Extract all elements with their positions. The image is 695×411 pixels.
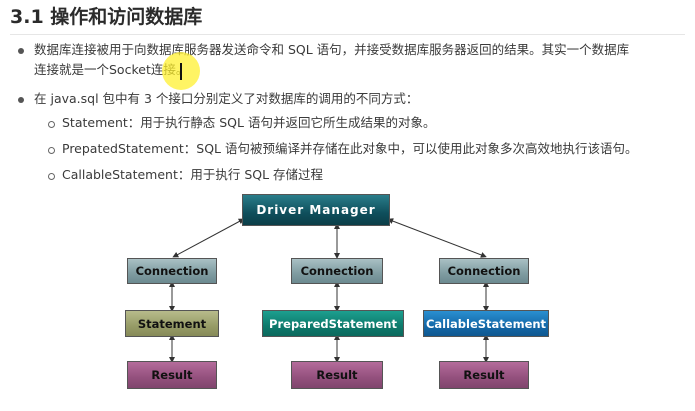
sub-bullet-ring xyxy=(48,147,55,154)
sub-bullet-ring xyxy=(48,121,55,128)
connection-box-2: Connection xyxy=(291,258,383,284)
sub-bullet-ring xyxy=(48,173,55,180)
result-box-2: Result xyxy=(291,361,383,389)
result-box-3: Result xyxy=(439,361,529,389)
bullet-1-line-2: 连接就是一个Socket连接。 xyxy=(34,62,189,77)
driver-manager-box: Driver Manager xyxy=(242,194,390,226)
sub-item-prepared-statement: PrepatedStatement：SQL 语句被预编译并存储在此对象中，可以使… xyxy=(62,141,638,156)
result-box-1: Result xyxy=(127,361,217,389)
prepared-statement-box: PreparedStatement xyxy=(262,310,404,337)
sub-item-statement: Statement：用于执行静态 SQL 语句并返回它所生成结果的对象。 xyxy=(62,115,436,130)
connection-box-1: Connection xyxy=(127,258,217,284)
arrow-dm-conn3 xyxy=(387,218,487,258)
arrow-dm-conn1 xyxy=(172,218,245,258)
connection-box-3: Connection xyxy=(439,258,529,284)
bullet-dot xyxy=(18,97,24,103)
sub-item-callable-statement: CallableStatement：用于执行 SQL 存储过程 xyxy=(62,167,324,182)
statement-box: Statement xyxy=(125,310,219,337)
bullet-2-line-1: 在 java.sql 包中有 3 个接口分别定义了对数据库的调用的不同方式： xyxy=(34,91,419,106)
title-divider xyxy=(10,34,685,35)
callable-statement-box: CallableStatement xyxy=(423,310,549,337)
section-title: 3.1 操作和访问数据库 xyxy=(10,6,203,28)
bullet-dot xyxy=(18,48,24,54)
text-cursor-icon xyxy=(180,63,182,80)
